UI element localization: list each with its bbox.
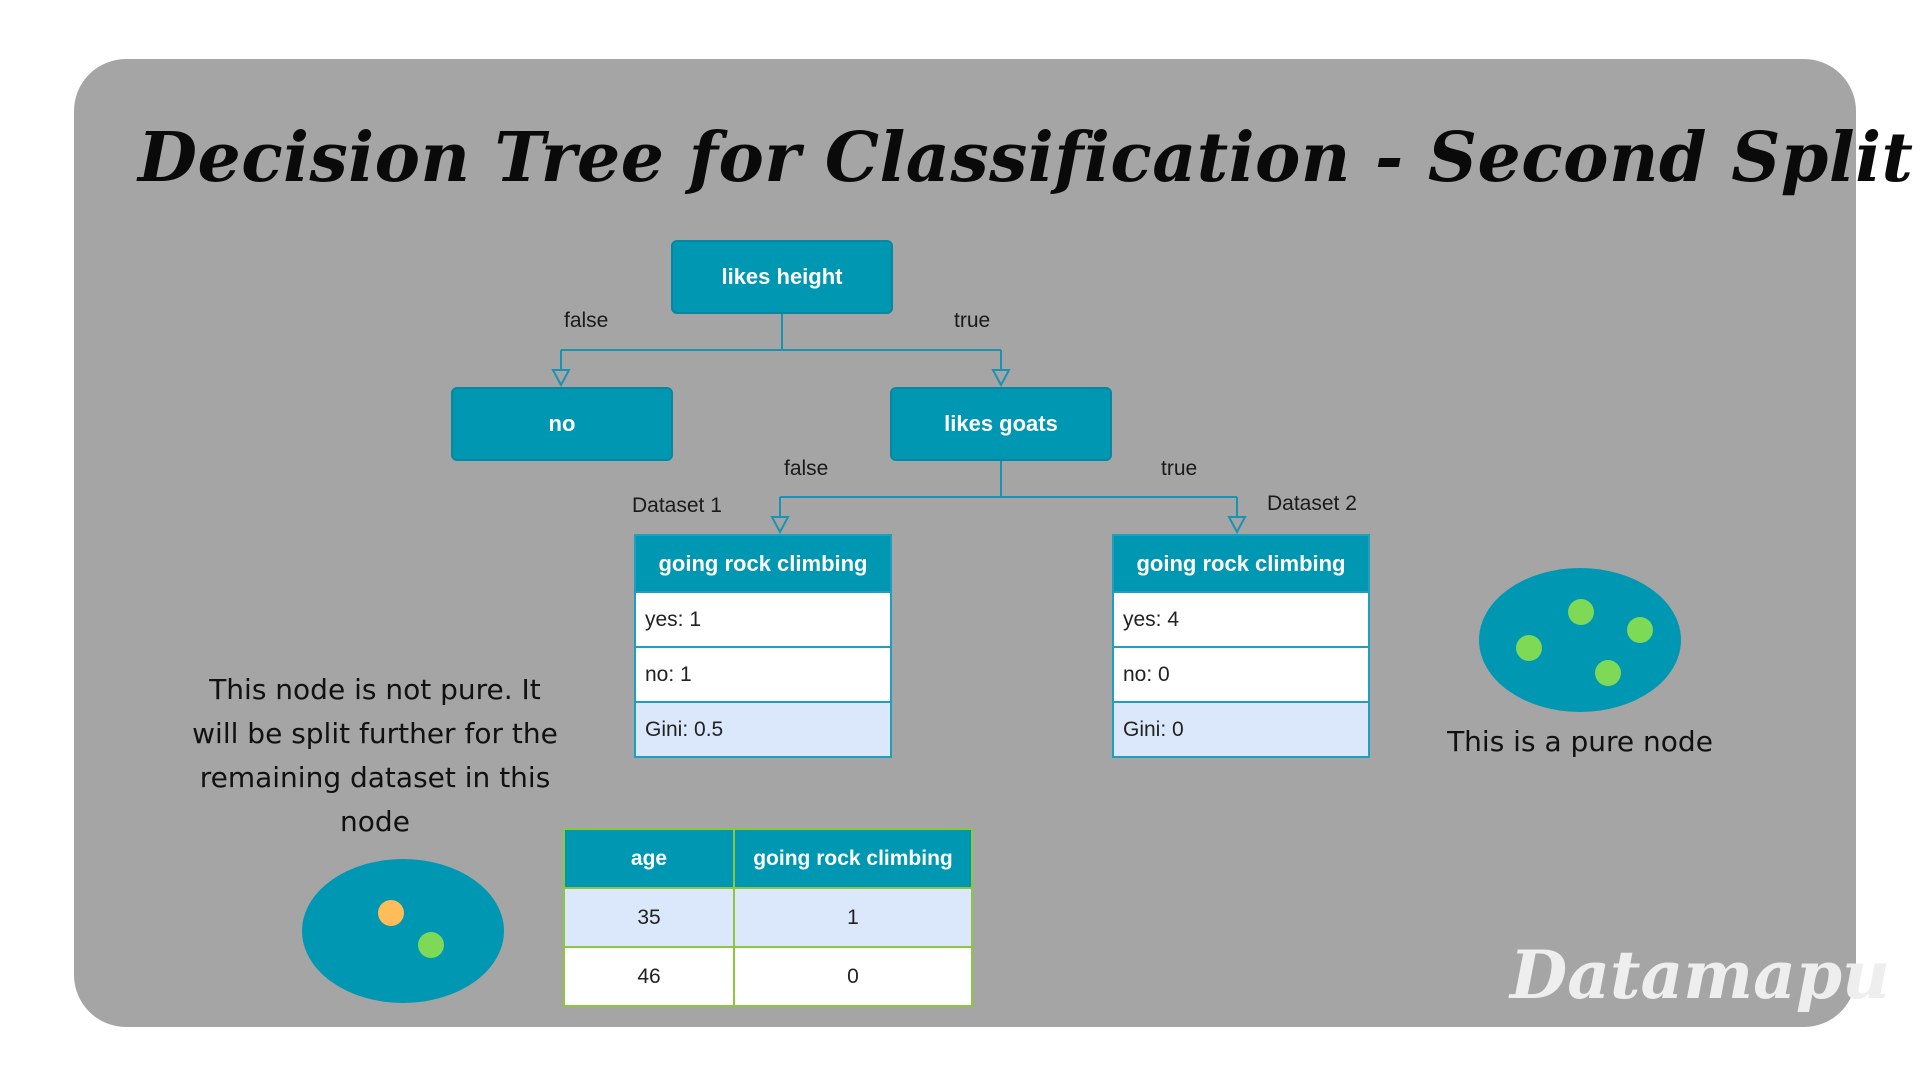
dataset1-caption: Dataset 1 <box>632 494 722 517</box>
dataset2-header: going rock climbing <box>1114 536 1368 591</box>
node-likes-goats: likes goats <box>890 387 1112 461</box>
pure-node-note: This is a pure node <box>1447 725 1713 758</box>
leaf-no: no <box>451 387 673 461</box>
table-cell: 35 <box>563 887 735 948</box>
edge-label-goats-true: true <box>1161 457 1198 480</box>
dataset1-header: going rock climbing <box>636 536 890 591</box>
column-header-going-rock-climbing: going rock climbing <box>733 828 973 889</box>
node-likes-goats-label: likes goats <box>944 411 1058 436</box>
arrow-to-no <box>551 369 571 388</box>
not-pure-note: This node is not pure. It will be split … <box>192 673 558 838</box>
pure-node-blob <box>1479 568 1681 712</box>
arrow-to-goats <box>991 369 1011 388</box>
orange-dot <box>378 900 404 926</box>
dataset1-no: no: 1 <box>636 646 890 701</box>
pure-node-illustration <box>1479 568 1681 712</box>
dataset1-gini: Gini: 0.5 <box>636 701 890 756</box>
dataset2-caption: Dataset 2 <box>1267 492 1357 515</box>
arrow-to-dataset1 <box>770 516 790 535</box>
impure-node-illustration <box>302 859 504 1003</box>
node-likes-height-label: likes height <box>721 264 843 289</box>
column-header-age: age <box>563 828 735 889</box>
table-cell: 46 <box>563 946 735 1007</box>
table-cell: 0 <box>733 946 973 1007</box>
node-likes-height: likes height <box>671 240 893 314</box>
datamapu-watermark: Datamapu <box>1510 936 1890 1014</box>
dataset1-node: going rock climbing yes: 1 no: 1 Gini: 0… <box>634 534 892 758</box>
edge-label-root-true: true <box>954 309 991 332</box>
table-row: 35 1 <box>563 887 973 948</box>
arrow-to-dataset2 <box>1227 516 1247 535</box>
edge-label-root-false: false <box>564 309 609 332</box>
slide-title: Decision Tree for Classification - Secon… <box>138 118 1914 198</box>
green-dot <box>1568 599 1594 625</box>
dataset1-yes: yes: 1 <box>636 591 890 646</box>
dataset2-gini: Gini: 0 <box>1114 701 1368 756</box>
dataset2-node: going rock climbing yes: 4 no: 0 Gini: 0 <box>1112 534 1370 758</box>
green-dot <box>1516 635 1542 661</box>
leaf-no-label: no <box>548 411 576 436</box>
remaining-data-table: age going rock climbing 35 1 46 0 <box>563 828 973 1007</box>
dataset2-no: no: 0 <box>1114 646 1368 701</box>
table-cell: 1 <box>733 887 973 948</box>
green-dot <box>1627 617 1653 643</box>
dataset2-yes: yes: 4 <box>1114 591 1368 646</box>
green-dot <box>1595 660 1621 686</box>
green-dot <box>418 932 444 958</box>
impure-node-blob <box>302 859 504 1003</box>
edge-label-goats-false: false <box>784 457 829 480</box>
table-row: 46 0 <box>563 946 973 1007</box>
